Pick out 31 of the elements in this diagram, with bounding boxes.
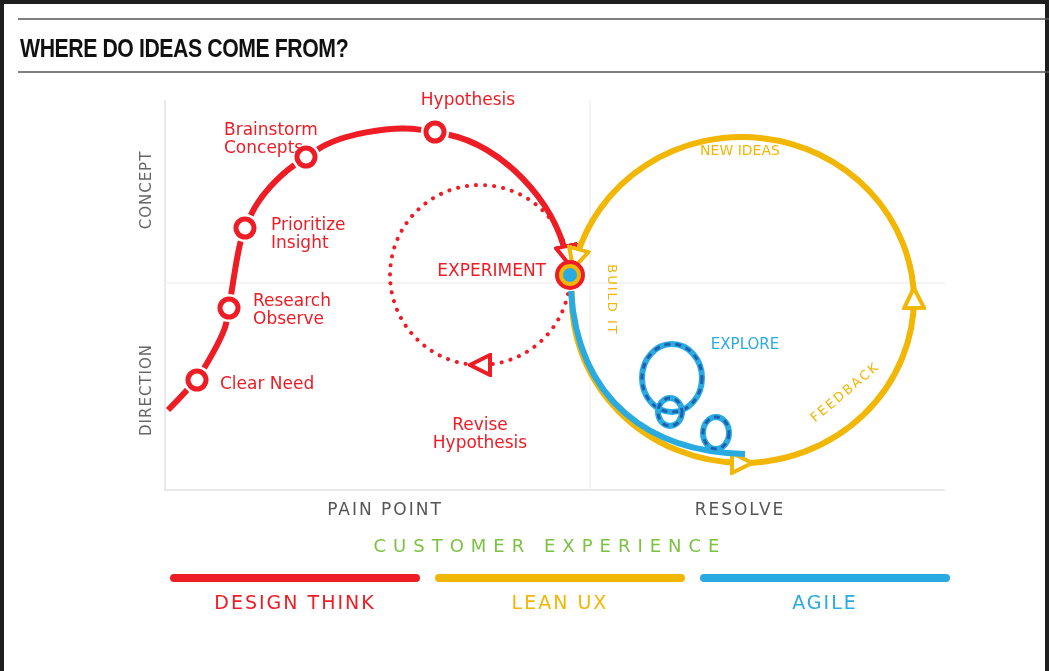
edge-label: Revise Hypothesis — [431, 416, 529, 452]
connector-line — [316, 125, 422, 152]
connector-line — [201, 321, 230, 370]
axis-label: CONCEPT — [139, 150, 155, 230]
milestone-label: Clear Need — [220, 375, 316, 393]
legend-label: LEAN UX — [511, 593, 609, 613]
connector-line — [228, 240, 244, 295]
label: RESOLVE — [694, 501, 786, 519]
label: EXPLORE — [710, 337, 780, 353]
milestone-label: EXPERIMENT — [437, 262, 546, 280]
milestone-circle — [421, 118, 449, 146]
arrow — [388, 183, 578, 377]
legend-label: AGILE — [792, 593, 858, 613]
legend-label: DESIGN THINK — [214, 593, 376, 613]
milestone-circle — [215, 294, 243, 322]
label: BUILD IT — [605, 264, 619, 336]
label: PAIN POINT — [327, 501, 443, 519]
milestone-circle — [231, 214, 259, 242]
target-circle — [552, 257, 588, 293]
label: NEW IDEAS — [700, 142, 780, 158]
milestone-label: Prioritize Insight — [271, 216, 347, 252]
connector-line — [568, 290, 746, 457]
title: WHERE DO IDEAS COME FROM? — [20, 34, 349, 62]
milestone-label: Research Observe — [253, 292, 332, 328]
connector-line — [248, 162, 297, 217]
arrow — [567, 134, 926, 475]
label: CUSTOMER EXPERIENCE — [373, 536, 727, 556]
milestone-circle — [183, 366, 211, 394]
connector-line — [165, 387, 190, 413]
milestone-label: Hypothesis — [419, 91, 517, 109]
axis-label: DIRECTION — [139, 344, 155, 436]
